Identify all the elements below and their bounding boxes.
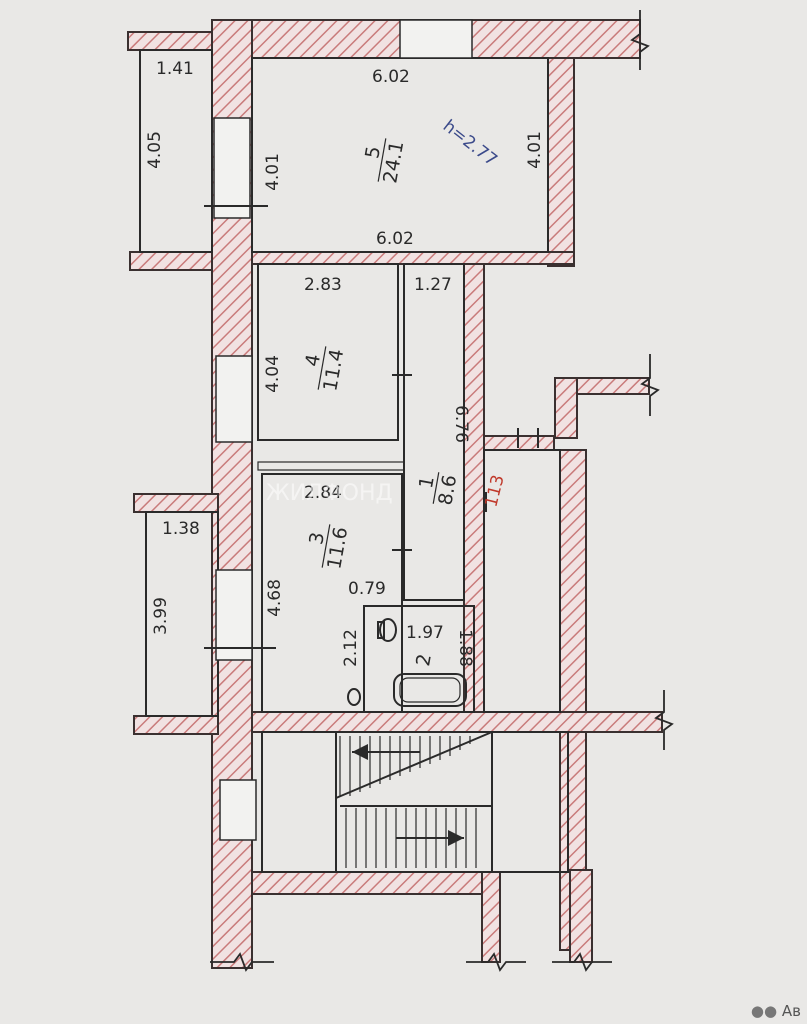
dim-room5-right: 4.01 (525, 131, 545, 169)
stair-steps-top (339, 736, 471, 796)
window-room4 (215, 355, 253, 443)
room-4-label: 4 11.4 (301, 346, 348, 393)
dim-bath-left: 2.12 (341, 629, 361, 667)
svg-text:2: 2 (412, 652, 436, 668)
neighbour-corridor (483, 449, 561, 713)
wall-balcony2-bottom (133, 715, 219, 735)
dots-icon: ●● (750, 1002, 778, 1020)
dim-room4-side: 4.04 (263, 355, 283, 393)
dim-corridor-top: 1.27 (414, 275, 452, 295)
svg-text:3: 3 (305, 530, 329, 546)
wall-room5-right (547, 57, 575, 267)
dim-room3-side: 4.68 (265, 579, 285, 617)
watermark: ЖИЛФОНД (266, 481, 393, 506)
ceiling-height-label: h=2.77 (439, 116, 501, 170)
dimension-labels: 6.02 6.02 4.01 4.01 1.41 4.05 2.83 4.04 … (145, 59, 545, 667)
wall-room4-room3 (257, 461, 405, 471)
dim-balcony2-top: 1.38 (162, 519, 200, 539)
dim-bath-right: 1.88 (455, 629, 475, 667)
wall-right-lower (559, 449, 587, 951)
dim-room4-top: 2.83 (304, 275, 342, 295)
window-stair (219, 779, 257, 841)
wall-balcony1-top (127, 31, 213, 51)
window-room3 (215, 569, 253, 661)
toilet-icon (377, 618, 397, 642)
room3-outline (261, 473, 403, 713)
wall-neighbour-left (554, 377, 578, 439)
dim-room5-bottom: 6.02 (376, 229, 414, 249)
svg-text:1: 1 (415, 474, 439, 490)
red-number-label: 113 (481, 473, 508, 509)
dim-balcony1-side: 4.05 (145, 131, 165, 169)
sink-icon (347, 688, 361, 706)
svg-text:11.4: 11.4 (319, 347, 348, 392)
door-marks (204, 205, 539, 649)
svg-text:11.6: 11.6 (323, 525, 352, 570)
dim-corridor-side: 6.76 (451, 405, 471, 443)
windows (213, 19, 473, 841)
dim-room3-top: 2.84 (304, 483, 342, 503)
wall-balcony1-bottom (129, 251, 213, 271)
corner-logo: ●● Ав (750, 1002, 801, 1020)
staircase (261, 731, 569, 873)
bath-outline (363, 605, 475, 713)
stair-arrow-up (352, 744, 420, 760)
window-top (399, 19, 473, 59)
balcony1-outline (139, 49, 213, 253)
room-1-label: 1 8.6 (415, 472, 461, 507)
wall-stair-top (251, 711, 663, 733)
wall-bottom (251, 871, 499, 895)
svg-text:8.6: 8.6 (434, 473, 461, 507)
dim-room5-left: 4.01 (263, 153, 283, 191)
dim-room5-top: 6.02 (372, 67, 410, 87)
wall-bottom-right (481, 871, 501, 963)
bathtub-icon (393, 673, 467, 707)
window-room5 (213, 117, 251, 219)
dim-balcony1-top: 1.41 (156, 59, 194, 79)
room4-outline (257, 263, 399, 441)
dim-bath-top: 1.97 (406, 623, 444, 643)
svg-text:5: 5 (361, 144, 385, 160)
stair-arrow-down (396, 830, 464, 846)
wall-room5-room4 (251, 251, 575, 265)
break-marks (210, 10, 674, 972)
wall-balcony2-top (133, 493, 219, 513)
wall-stub-right (569, 869, 593, 963)
svg-text:24.1: 24.1 (379, 139, 408, 184)
room-5-label: 5 24.1 (361, 138, 408, 185)
room-3-label: 3 11.6 (305, 524, 352, 571)
dim-room3-notch: 0.79 (348, 579, 386, 599)
partitions (139, 49, 561, 717)
room-2-label: 2 (412, 652, 436, 668)
dim-balcony2-side: 3.99 (151, 597, 171, 635)
svg-text:4: 4 (301, 352, 325, 368)
